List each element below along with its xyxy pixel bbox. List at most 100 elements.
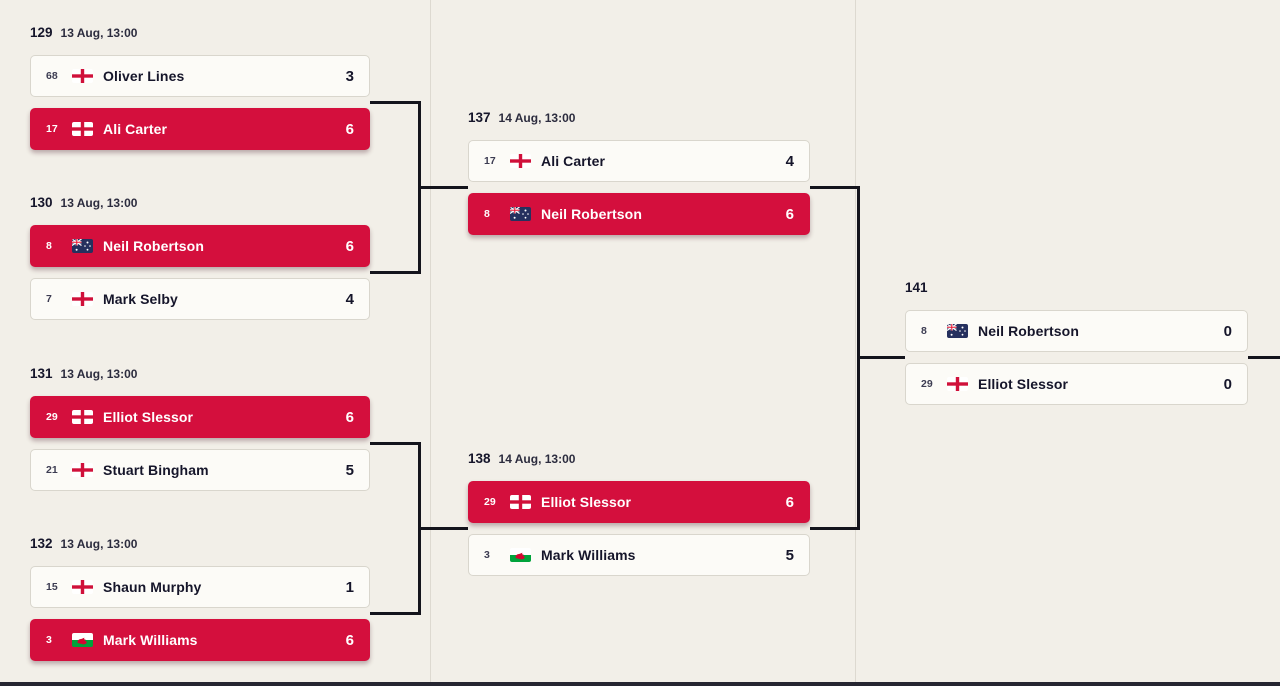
match-number: 130 <box>30 195 53 210</box>
player-name: Ali Carter <box>541 153 606 169</box>
match-header: 129 13 Aug, 13:00 <box>30 25 370 44</box>
flag-england-icon <box>72 410 93 424</box>
player-score: 5 <box>345 461 354 479</box>
bracket-connector <box>1248 356 1280 359</box>
flag-england-icon <box>72 580 93 594</box>
player-name: Ali Carter <box>103 121 168 137</box>
flag-australia-icon <box>72 239 93 253</box>
player-seed: 8 <box>484 208 490 220</box>
match-number: 132 <box>30 536 53 551</box>
player-seed: 29 <box>921 378 933 390</box>
match-header: 141 <box>905 280 1248 299</box>
player-name: Neil Robertson <box>978 323 1079 339</box>
player-name: Stuart Bingham <box>103 462 209 478</box>
player-score: 6 <box>345 408 354 426</box>
player-score: 6 <box>345 631 354 649</box>
match-datetime: 14 Aug, 13:00 <box>498 111 576 125</box>
player-name: Elliot Slessor <box>541 494 632 510</box>
player-row[interactable]: 8 Neil Robertson 6 <box>468 193 810 235</box>
player-score: 6 <box>785 205 794 223</box>
player-name: Elliot Slessor <box>978 376 1069 392</box>
flag-england-icon <box>510 154 531 168</box>
bracket-connector <box>370 101 421 104</box>
match-number: 141 <box>905 280 928 295</box>
player-row[interactable]: 29 Elliot Slessor 0 <box>905 363 1248 405</box>
player-seed: 3 <box>484 549 490 561</box>
flag-england-icon <box>72 463 93 477</box>
match-header: 137 14 Aug, 13:00 <box>468 110 810 129</box>
player-seed: 3 <box>46 634 52 646</box>
player-row[interactable]: 8 Neil Robertson 6 <box>30 225 370 267</box>
player-score: 4 <box>345 290 354 308</box>
match-card-130[interactable]: 130 13 Aug, 13:00 8 Neil Robertson 6 7 Mark Se… <box>30 195 370 320</box>
match-datetime: 13 Aug, 13:00 <box>60 367 138 381</box>
flag-wales-icon <box>72 633 93 647</box>
player-seed: 29 <box>484 496 496 508</box>
match-number: 138 <box>468 451 491 466</box>
flag-australia-icon <box>947 324 968 338</box>
player-name: Neil Robertson <box>541 206 642 222</box>
player-name: Shaun Murphy <box>103 579 202 595</box>
player-row[interactable]: 17 Ali Carter 6 <box>30 108 370 150</box>
flag-australia-icon <box>510 207 531 221</box>
match-header: 131 13 Aug, 13:00 <box>30 366 370 385</box>
player-name: Elliot Slessor <box>103 409 194 425</box>
player-row[interactable]: 3 Mark Williams 6 <box>30 619 370 661</box>
bracket-connector <box>418 527 468 530</box>
player-score: 6 <box>345 120 354 138</box>
player-score: 5 <box>785 546 794 564</box>
player-seed: 17 <box>46 123 58 135</box>
player-score: 0 <box>1223 375 1232 393</box>
bracket-connector <box>370 612 421 615</box>
bracket-connector <box>418 186 468 189</box>
bracket-connector <box>810 186 860 189</box>
match-number: 131 <box>30 366 53 381</box>
player-row[interactable]: 3 Mark Williams 5 <box>468 534 810 576</box>
match-datetime: 13 Aug, 13:00 <box>60 26 138 40</box>
player-seed: 68 <box>46 70 58 82</box>
player-score: 0 <box>1223 322 1232 340</box>
player-name: Mark Williams <box>103 632 198 648</box>
match-datetime: 13 Aug, 13:00 <box>60 196 138 210</box>
player-score: 3 <box>345 67 354 85</box>
player-seed: 8 <box>46 240 52 252</box>
player-score: 6 <box>345 237 354 255</box>
match-header: 132 13 Aug, 13:00 <box>30 536 370 555</box>
player-row[interactable]: 29 Elliot Slessor 6 <box>468 481 810 523</box>
player-seed: 15 <box>46 581 58 593</box>
match-card-138[interactable]: 138 14 Aug, 13:00 29 Elliot Slessor 6 3 Mark W… <box>468 451 810 576</box>
flag-england-icon <box>947 377 968 391</box>
bracket-connector <box>857 356 905 359</box>
match-datetime: 13 Aug, 13:00 <box>60 537 138 551</box>
player-row[interactable]: 7 Mark Selby 4 <box>30 278 370 320</box>
match-number: 137 <box>468 110 491 125</box>
bracket-connector <box>370 442 421 445</box>
player-name: Neil Robertson <box>103 238 204 254</box>
match-header: 130 13 Aug, 13:00 <box>30 195 370 214</box>
match-number: 129 <box>30 25 53 40</box>
match-card-137[interactable]: 137 14 Aug, 13:00 17 Ali Carter 4 8 Neil Rober… <box>468 110 810 235</box>
player-seed: 7 <box>46 293 52 305</box>
player-seed: 17 <box>484 155 496 167</box>
flag-england-icon <box>72 69 93 83</box>
player-row[interactable]: 17 Ali Carter 4 <box>468 140 810 182</box>
match-datetime: 14 Aug, 13:00 <box>498 452 576 466</box>
bracket-connector <box>810 527 860 530</box>
player-score: 6 <box>785 493 794 511</box>
flag-england-icon <box>510 495 531 509</box>
player-name: Mark Williams <box>541 547 636 563</box>
player-score: 4 <box>785 152 794 170</box>
match-header: 138 14 Aug, 13:00 <box>468 451 810 470</box>
player-row[interactable]: 29 Elliot Slessor 6 <box>30 396 370 438</box>
player-seed: 29 <box>46 411 58 423</box>
player-name: Mark Selby <box>103 291 178 307</box>
